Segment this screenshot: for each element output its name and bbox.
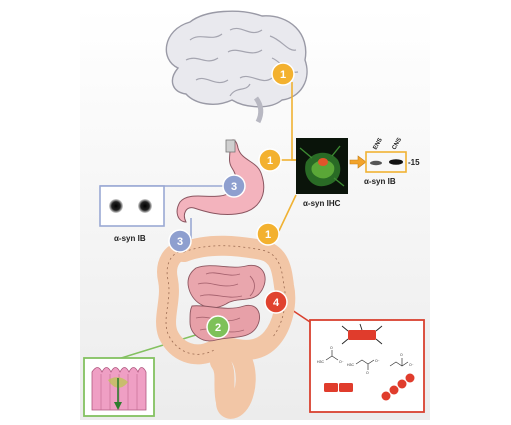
svg-text:O: O <box>330 346 333 350</box>
svg-text:H3C: H3C <box>347 363 354 367</box>
ib-right-label: α-syn IB <box>364 177 396 186</box>
ihc-label: α-syn IHC <box>303 199 341 208</box>
svg-text:2: 2 <box>215 322 221 334</box>
svg-text:1: 1 <box>265 229 271 241</box>
dot-blot-left <box>99 185 165 227</box>
svg-text:O⁻: O⁻ <box>409 363 414 367</box>
short-chain-fatty-acid-1: H3C O⁻ O <box>317 346 344 364</box>
svg-text:1: 1 <box>280 69 286 81</box>
ihc-micrograph <box>296 138 348 194</box>
rod-bacteria <box>324 383 353 392</box>
badge-1-gut: 1 <box>256 222 280 246</box>
svg-text:3: 3 <box>177 236 183 248</box>
svg-text:H3C: H3C <box>317 360 324 364</box>
badge-3-stomach: 3 <box>222 174 246 198</box>
svg-text:O⁻: O⁻ <box>375 359 380 363</box>
badge-3-colon: 3 <box>168 229 192 253</box>
gut-connector-line <box>277 194 297 234</box>
badge-4-microbiome: 4 <box>264 290 288 314</box>
microbiome-panel: H3C O⁻ O H3C O⁻ O O O⁻ <box>309 319 425 413</box>
epithelium-panel <box>83 357 155 417</box>
badge-2-intestine: 2 <box>206 315 230 339</box>
cns-band <box>389 159 403 165</box>
molecular-weight-label: -15 <box>408 158 420 167</box>
intestine-illustration <box>156 235 296 419</box>
ens-band <box>370 160 382 166</box>
svg-text:O: O <box>400 353 403 357</box>
brain-illustration <box>165 10 308 124</box>
short-chain-fatty-acid-2: H3C O⁻ O <box>347 359 380 375</box>
arrow-to-blot <box>349 155 367 169</box>
cns-lane-label: CNS <box>392 137 404 151</box>
svg-text:1: 1 <box>267 155 273 167</box>
cocci-chain <box>381 373 415 401</box>
svg-text:O: O <box>366 371 369 375</box>
bacterium-with-flagella <box>341 323 383 345</box>
short-chain-fatty-acid-3: O O⁻ <box>389 353 414 367</box>
ib-left-label: α-syn IB <box>114 234 146 243</box>
badge-1-brain: 1 <box>271 62 295 86</box>
svg-text:3: 3 <box>231 181 237 193</box>
svg-text:O⁻: O⁻ <box>339 360 344 364</box>
svg-text:4: 4 <box>273 297 280 309</box>
badge-1-stomach: 1 <box>258 148 282 172</box>
ens-lane-label: ENS <box>373 137 384 151</box>
immunoblot-right <box>365 151 407 173</box>
